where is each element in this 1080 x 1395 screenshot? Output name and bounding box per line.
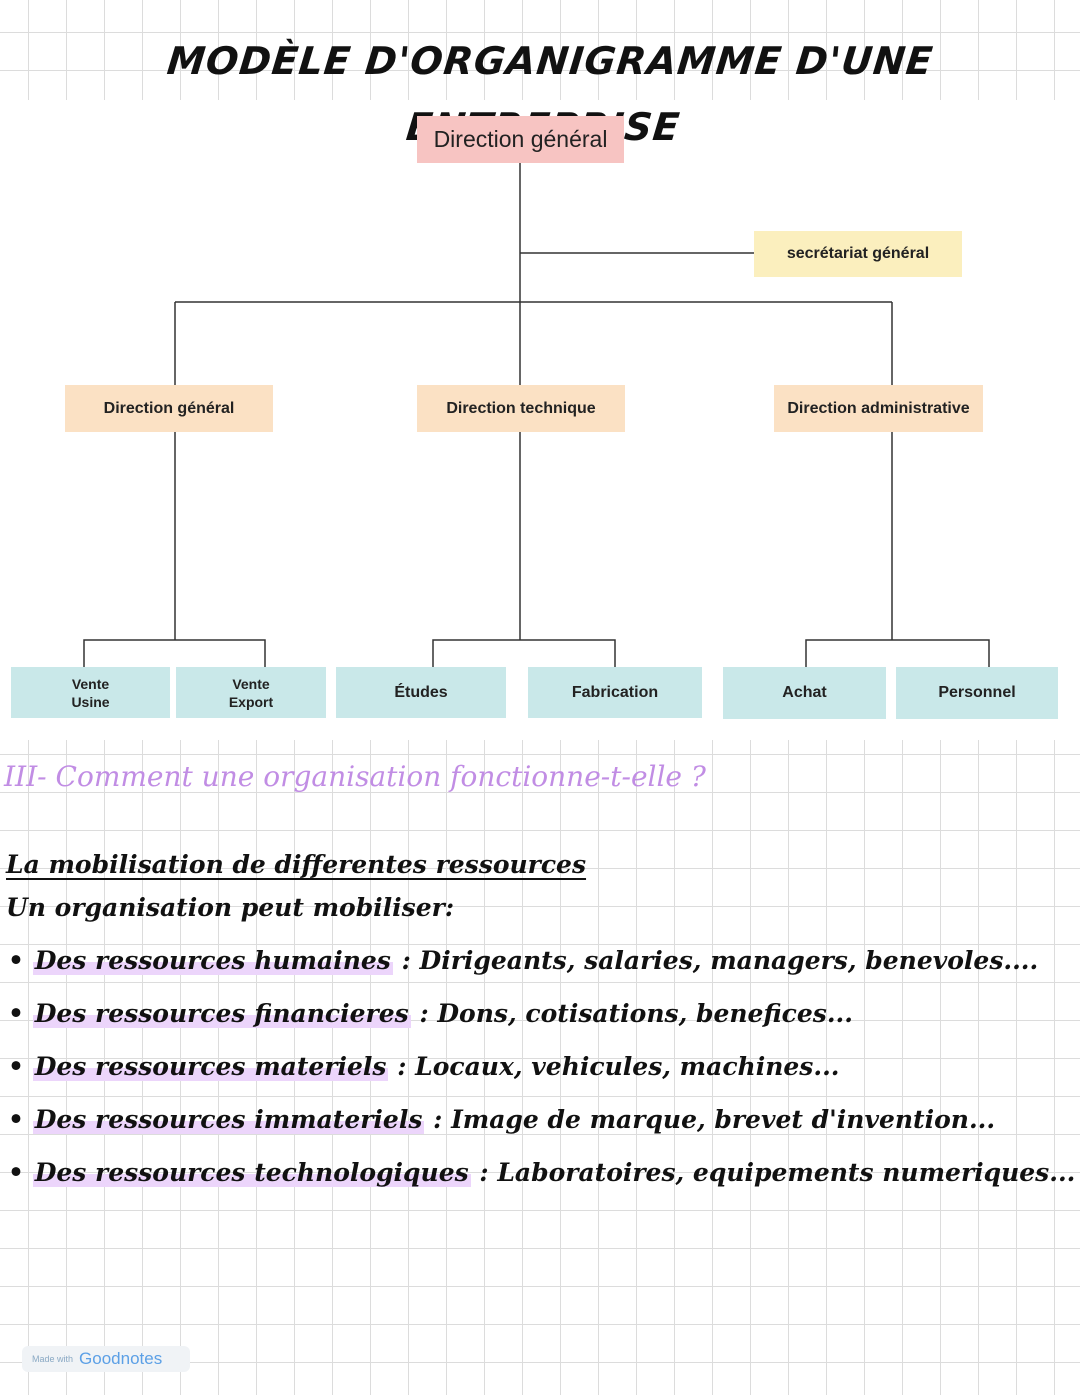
etudes-box: Études: [336, 667, 506, 718]
right-branch: [805, 639, 990, 667]
resource-term: Des ressources materiels: [32, 1052, 389, 1081]
section-subheading: La mobilisation de differentes ressource…: [6, 850, 587, 879]
bullet-icon: •: [8, 946, 33, 975]
left-branch: [83, 639, 266, 667]
vente-usine-box: Vente Usine: [11, 667, 170, 718]
resource-item: • Des ressources materiels : Locaux, veh…: [8, 1052, 840, 1081]
resource-term: Des ressources financieres: [32, 999, 411, 1028]
made-with-label: Made with: [32, 1354, 74, 1364]
resource-detail: : Laboratoires, equipements numeriques..…: [479, 1158, 1076, 1187]
vente-export-line2: Export: [228, 693, 274, 710]
bullet-icon: •: [8, 999, 33, 1028]
resource-item: • Des ressources immateriels : Image de …: [8, 1105, 995, 1134]
resource-detail: : Locaux, vehicules, machines...: [397, 1052, 840, 1081]
goodnotes-badge: Made with Goodnotes: [22, 1346, 190, 1372]
bullet-icon: •: [8, 1052, 33, 1081]
bullet-icon: •: [8, 1105, 33, 1134]
org-chart-connectors: [83, 163, 990, 667]
direction-technique-box: Direction technique: [417, 385, 625, 432]
resource-detail: : Dons, cotisations, benefices...: [419, 999, 853, 1028]
resource-detail: : Dirigeants, salaries, managers, benevo…: [401, 946, 1039, 975]
goodnotes-logo: Goodnotes: [79, 1349, 163, 1368]
direction-general-box: Direction général: [65, 385, 273, 432]
section-heading: III- Comment une organisation fonctionne…: [4, 760, 706, 793]
resource-detail: : Image de marque, brevet d'invention...: [433, 1105, 996, 1134]
section-intro: Un organisation peut mobiliser:: [6, 893, 455, 922]
achat-box: Achat: [723, 667, 886, 719]
resource-term: Des ressources immateriels: [32, 1105, 425, 1134]
vente-usine-line1: Vente: [71, 675, 110, 692]
middle-branch: [432, 639, 616, 667]
vente-export-box: Vente Export: [176, 667, 326, 718]
bullet-icon: •: [8, 1158, 33, 1187]
fabrication-box: Fabrication: [528, 667, 702, 718]
secretariat-box: secrétariat général: [754, 231, 962, 277]
direction-administrative-box: Direction administrative: [774, 385, 983, 432]
vente-usine-line2: Usine: [71, 693, 110, 710]
resource-item: • Des ressources humaines : Dirigeants, …: [8, 946, 1038, 975]
resource-term: Des ressources technologiques: [32, 1158, 471, 1187]
personnel-box: Personnel: [896, 667, 1058, 719]
vente-export-line1: Vente: [232, 675, 270, 692]
top-direction-box: Direction général: [417, 116, 624, 163]
resource-term: Des ressources humaines: [32, 946, 393, 975]
resource-item: • Des ressources financieres : Dons, cot…: [8, 999, 853, 1028]
resource-item: • Des ressources technologiques : Labora…: [8, 1158, 1075, 1187]
